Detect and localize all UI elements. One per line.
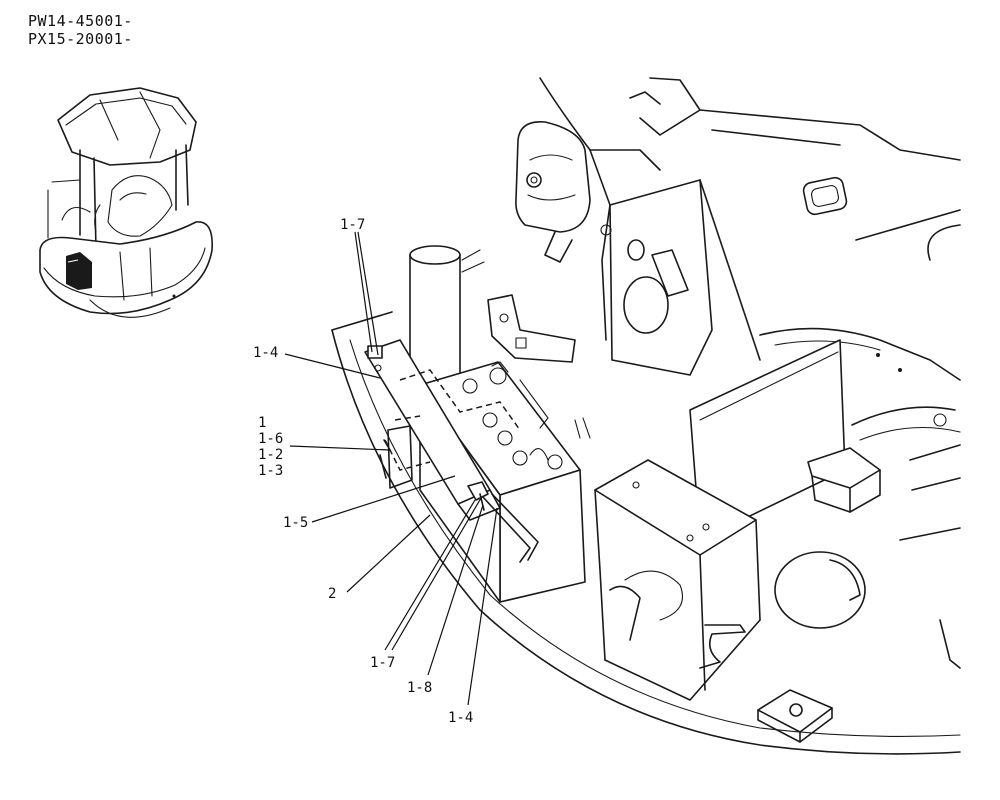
callout-1-7-top: 1-7 — [340, 217, 365, 233]
callout-1-8: 1-8 — [407, 680, 432, 696]
callout-2: 2 — [328, 586, 336, 602]
callout-1: 1 — [258, 415, 266, 431]
callout-1-2: 1-2 — [258, 447, 283, 463]
callout-1-3: 1-3 — [258, 463, 283, 479]
callout-1-5: 1-5 — [283, 515, 308, 531]
callout-1-4-left: 1-4 — [253, 345, 278, 361]
machine-overview-thumbnail — [39, 87, 213, 318]
callout-1-6: 1-6 — [258, 431, 283, 447]
callout-leaders — [284, 231, 498, 706]
serial-number-range-1: PW14-45001- — [28, 12, 133, 30]
callout-1-7-bottom: 1-7 — [370, 655, 395, 671]
callout-1-4-bottom: 1-4 — [448, 710, 473, 726]
serial-number-range-2: PX15-20001- — [28, 30, 133, 48]
callout-labels: 1-7 1-4 1 1-6 1-2 1-3 1-5 2 1-7 1-8 1-4 — [253, 217, 473, 726]
battery-mount-assembly — [364, 245, 591, 603]
